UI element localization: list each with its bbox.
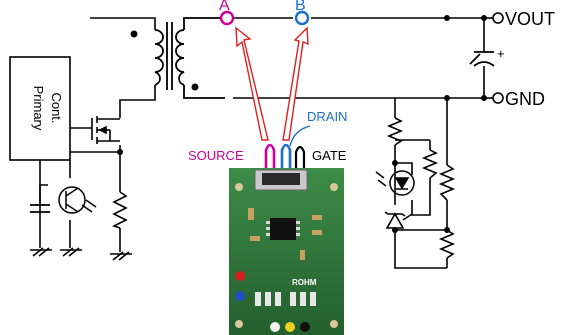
primary-controller: Primary Cont. — [9, 56, 71, 161]
gnd-label: GND — [505, 89, 545, 109]
gate-label: GATE — [312, 148, 347, 163]
evaluation-board: ROHM — [229, 168, 344, 335]
secondary-wiring — [233, 17, 485, 269]
capacitor-icon — [30, 185, 50, 213]
zener-icon — [384, 211, 413, 229]
primary-wiring — [39, 17, 156, 252]
arrow-to-b — [282, 26, 309, 141]
drain-label: DRAIN — [307, 109, 347, 124]
vout-terminal — [492, 12, 504, 24]
junction-dots — [392, 15, 487, 233]
test-point-red — [235, 271, 245, 281]
opto-transistor-icon — [58, 186, 97, 214]
optocoupler-icon — [375, 170, 415, 196]
node-a-terminal — [219, 10, 235, 26]
cap-plus-sign: + — [497, 46, 505, 61]
node-a-label: A — [219, 0, 230, 14]
secondary-dot — [191, 83, 199, 91]
node-b-label: B — [295, 0, 306, 14]
primary-label-line1: Primary — [31, 86, 46, 131]
gate-wire — [294, 145, 306, 168]
drain-leader — [289, 125, 311, 147]
gnd-terminal — [492, 92, 504, 104]
drain-wire — [280, 143, 292, 168]
resistor-icon — [386, 117, 456, 259]
ground-icon — [30, 247, 132, 261]
primary-label-line2: Cont. — [49, 92, 64, 123]
test-point-blue — [235, 291, 245, 301]
vout-label: VOUT — [505, 9, 555, 29]
node-b-terminal — [294, 10, 310, 26]
test-point-black — [300, 322, 310, 332]
node-dot — [117, 149, 123, 155]
primary-dot — [130, 30, 138, 38]
arrow-to-a — [235, 26, 269, 141]
test-point-white — [270, 322, 280, 332]
output-capacitor-icon — [469, 51, 495, 67]
board-ic — [270, 218, 296, 240]
source-wire — [264, 143, 276, 168]
source-label: SOURCE — [188, 148, 244, 163]
transformer-icon — [154, 17, 225, 99]
resistor-icon — [111, 191, 128, 229]
board-brand: ROHM — [292, 278, 317, 287]
mosfet-icon — [91, 116, 120, 144]
test-point-yellow — [285, 322, 295, 332]
